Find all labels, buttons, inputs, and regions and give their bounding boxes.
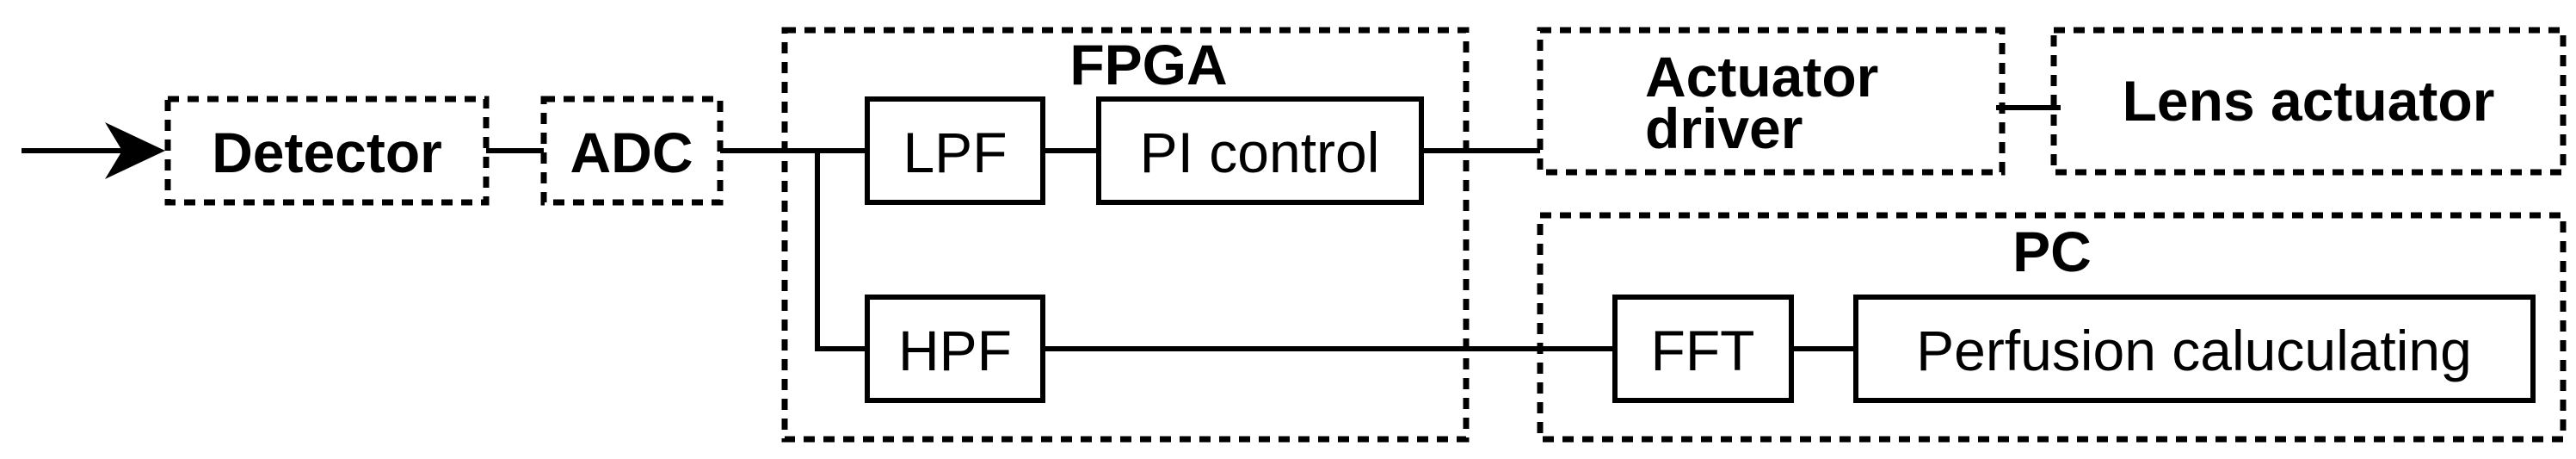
pi-control-label: PI control	[1140, 121, 1380, 184]
connection-lines	[22, 105, 2061, 351]
perfusion-box	[1853, 295, 2536, 403]
fpga-label: FPGA	[1069, 33, 1227, 96]
fft-box	[1612, 295, 1794, 403]
lens-actuator-label: Lens actuator	[2123, 69, 2495, 133]
lpf-box	[865, 96, 1045, 205]
lens-actuator-box	[2050, 27, 2567, 176]
hpf-box	[865, 295, 1045, 403]
fft-label: FFT	[1651, 319, 1755, 382]
lpf-label: LPF	[903, 121, 1007, 184]
wire-branch-hpf	[815, 151, 867, 351]
actuator-driver-label-line1: Actuator	[1645, 45, 1878, 109]
input-arrowhead	[105, 122, 165, 179]
pi-control-box	[1096, 96, 1424, 205]
adc-label: ADC	[570, 121, 693, 184]
pc-label: PC	[2012, 220, 2092, 283]
detector-box	[164, 96, 490, 206]
perfusion-label: Perfusion caluculating	[1916, 319, 2472, 382]
hpf-label: HPF	[898, 319, 1012, 382]
detector-label: Detector	[212, 121, 442, 184]
actuator-driver-box	[1537, 27, 2006, 176]
actuator-driver-label-line2: driver	[1645, 96, 1803, 160]
